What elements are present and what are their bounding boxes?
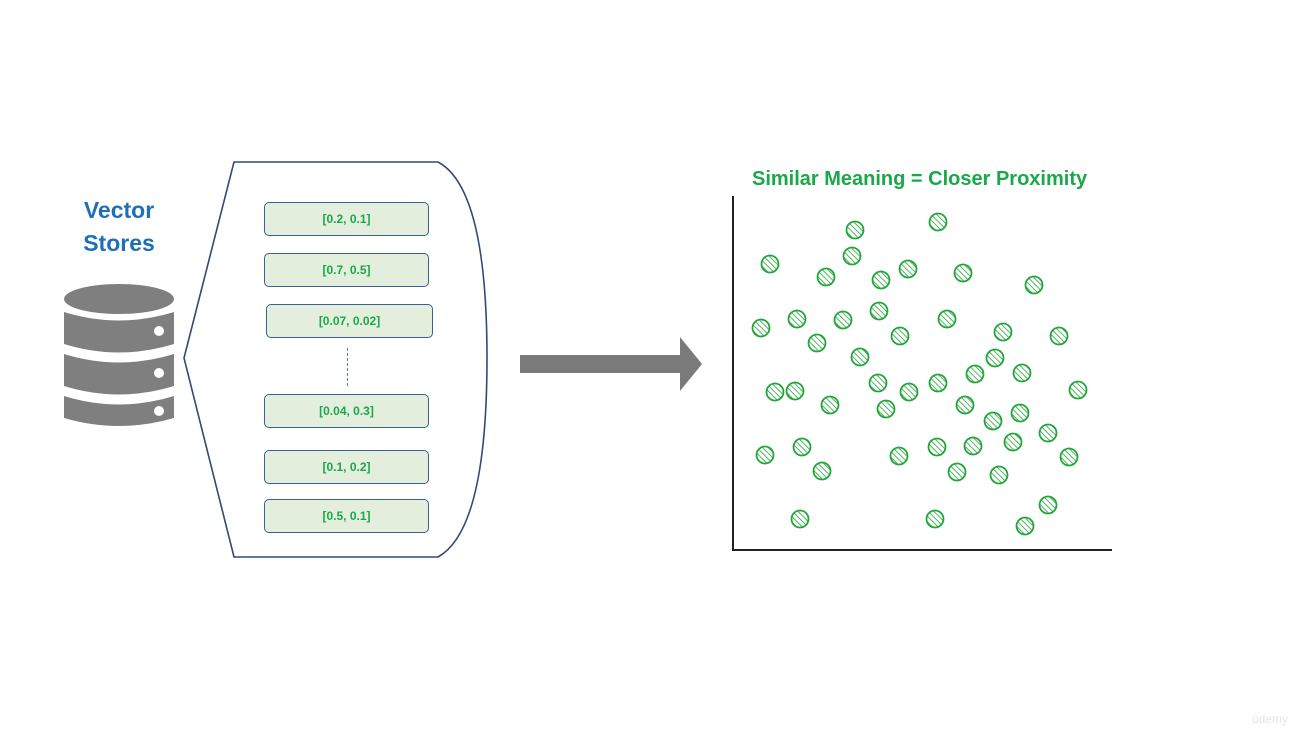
plot-dot	[869, 301, 889, 321]
plot-dot	[765, 382, 785, 402]
vector-list-bracket	[183, 161, 488, 558]
similarity-scatter-plot	[732, 196, 1112, 551]
plot-dot	[751, 318, 771, 338]
plot-dot	[812, 461, 832, 481]
plot-dot	[1003, 432, 1023, 452]
plot-dot	[983, 411, 1003, 431]
vector-ellipsis-divider	[347, 348, 348, 386]
plot-dot	[845, 220, 865, 240]
plot-dot	[760, 254, 780, 274]
plot-dot	[1059, 447, 1079, 467]
plot-dot	[1049, 326, 1069, 346]
plot-dot	[898, 259, 918, 279]
plot-dot	[927, 437, 947, 457]
plot-dot	[963, 436, 983, 456]
database-icon	[64, 284, 174, 426]
plot-dot	[868, 373, 888, 393]
plot-dot	[947, 462, 967, 482]
plot-dot	[890, 326, 910, 346]
plot-dot	[833, 310, 853, 330]
vector-stores-title-line1: Vector	[83, 197, 155, 223]
plot-dot	[1038, 423, 1058, 443]
plot-dot	[842, 246, 862, 266]
vector-item: [0.07, 0.02]	[266, 304, 433, 338]
plot-dot	[816, 267, 836, 287]
plot-dot	[785, 381, 805, 401]
plot-dot	[871, 270, 891, 290]
plot-dot	[993, 322, 1013, 342]
vector-stores-title: Vector Stores	[58, 194, 180, 260]
plot-title: Similar Meaning = Closer Proximity	[752, 168, 1088, 190]
plot-dot	[792, 437, 812, 457]
plot-dot	[820, 395, 840, 415]
plot-dot	[955, 395, 975, 415]
plot-dot	[876, 399, 896, 419]
plot-dot	[965, 364, 985, 384]
plot-dot	[989, 465, 1009, 485]
vector-item: [0.5, 0.1]	[264, 499, 429, 533]
plot-dot	[928, 373, 948, 393]
plot-dot	[928, 212, 948, 232]
plot-dot	[850, 347, 870, 367]
udemy-watermark: ûdemy	[1252, 712, 1289, 726]
vector-item: [0.7, 0.5]	[264, 253, 429, 287]
plot-dot	[807, 333, 827, 353]
vector-item: [0.04, 0.3]	[264, 394, 429, 428]
plot-dot	[787, 309, 807, 329]
vector-stores-title-line2: Stores	[83, 230, 155, 256]
vector-item: [0.1, 0.2]	[264, 450, 429, 484]
plot-dots	[751, 212, 1088, 536]
plot-dot	[953, 263, 973, 283]
plot-dot	[985, 348, 1005, 368]
plot-dot	[889, 446, 909, 466]
vector-item: [0.2, 0.1]	[264, 202, 429, 236]
plot-dot	[1024, 275, 1044, 295]
plot-dot	[1038, 495, 1058, 515]
plot-dot	[1012, 363, 1032, 383]
plot-dot	[937, 309, 957, 329]
plot-dot	[899, 382, 919, 402]
plot-dot	[925, 509, 945, 529]
plot-dot	[1015, 516, 1035, 536]
plot-dot	[755, 445, 775, 465]
plot-dot	[790, 509, 810, 529]
right-arrow-icon	[520, 337, 702, 391]
plot-dot	[1010, 403, 1030, 423]
plot-dot	[1068, 380, 1088, 400]
